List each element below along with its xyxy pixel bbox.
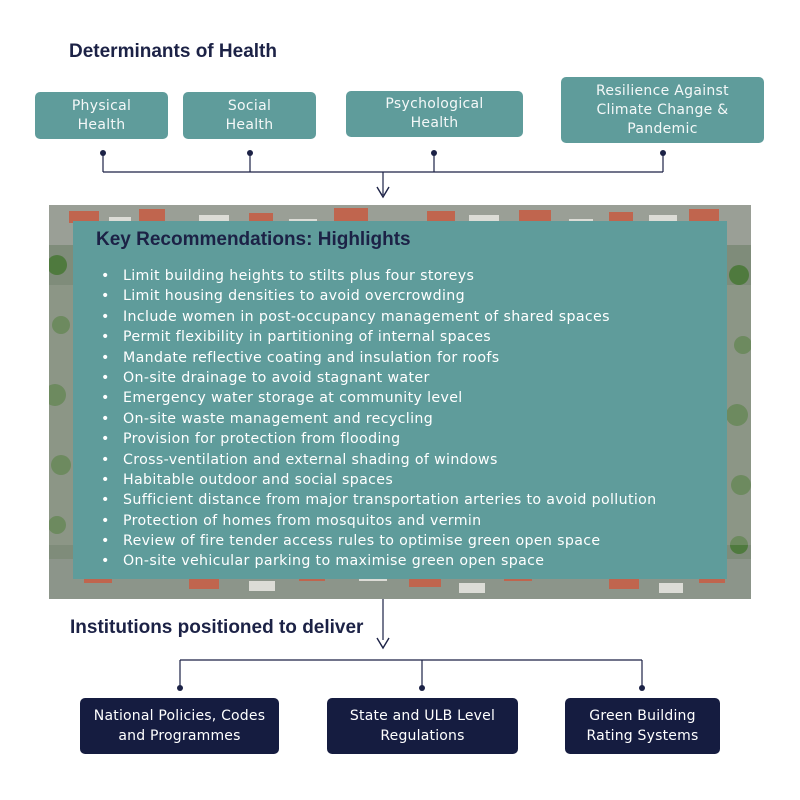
- psychological-health-box: Psychological Health: [346, 91, 523, 137]
- recommendation-item: • Emergency water storage at community le…: [101, 388, 657, 408]
- recommendation-text: Permit flexibility in partitioning of in…: [123, 329, 492, 346]
- recommendation-text: Limit building heights to stilts plus fo…: [123, 268, 475, 284]
- bullet-icon: •: [101, 410, 110, 427]
- recommendation-text: Sufficient distance from major transport…: [123, 492, 657, 509]
- arrow-down-icon: [376, 186, 390, 199]
- recommendation-item: • Permit flexibility in partitioning of i…: [101, 327, 657, 347]
- bullet-icon: •: [101, 349, 110, 366]
- recommendation-item: • Provision for protection from flooding: [101, 429, 657, 449]
- institutions-heading: Institutions positioned to deliver: [70, 617, 364, 638]
- social-health-box: Social Health: [183, 92, 316, 139]
- state-ulb-regulations-box: State and ULB Level Regulations: [327, 698, 518, 754]
- recommendation-item: • On-site drainage to avoid stagnant wate…: [101, 368, 657, 388]
- bullet-icon: •: [101, 492, 110, 509]
- physical-health-box: Physical Health: [35, 92, 168, 139]
- bullet-icon: •: [101, 308, 110, 325]
- recommendation-text: Review of fire tender access rules to op…: [123, 533, 601, 550]
- recommendation-text: Emergency water storage at community lev…: [123, 390, 463, 407]
- bullet-icon: •: [101, 369, 110, 386]
- physical-health-label: Physical Health: [71, 97, 132, 133]
- bullet-icon: •: [101, 451, 110, 468]
- recommendation-text: On-site vehicular parking to maximise gr…: [123, 553, 545, 570]
- bullet-icon: •: [101, 329, 110, 346]
- determinants-heading: Determinants of Health: [69, 41, 277, 62]
- bullet-icon: •: [101, 431, 110, 448]
- recommendation-text: On-site drainage to avoid stagnant water: [123, 369, 430, 386]
- arrow-down-icon: [376, 637, 390, 650]
- recommendation-item: • Limit building heights to stilts plus f…: [101, 266, 657, 286]
- recommendation-item: • On-site vehicular parking to maximise g…: [101, 551, 657, 571]
- recommendation-item: • Cross-ventilation and external shading …: [101, 450, 657, 470]
- recommendation-item: • Protection of homes from mosquitos and …: [101, 511, 657, 531]
- recommendation-text: Include women in post-occupancy manageme…: [123, 308, 610, 325]
- recommendation-item: • Sufficient distance from major transpor…: [101, 490, 657, 510]
- bullet-icon: •: [101, 533, 110, 550]
- green-building-rating-label: Green Building Rating Systems: [586, 708, 699, 744]
- bullet-icon: •: [101, 288, 110, 305]
- national-policies-label: National Policies, Codes and Programmes: [93, 708, 266, 744]
- bullet-icon: •: [101, 268, 110, 284]
- key-recommendations-panel: Key Recommendations: Highlights • Limit b…: [73, 221, 727, 579]
- recommendation-text: Limit housing densities to avoid overcro…: [123, 288, 465, 305]
- recommendation-text: On-site waste management and recycling: [123, 410, 434, 427]
- recommendations-title: Key Recommendations: Highlights: [96, 229, 411, 250]
- recommendation-item: • On-site waste management and recycling: [101, 409, 657, 429]
- recommendation-text: Protection of homes from mosquitos and v…: [123, 512, 482, 529]
- bullet-icon: •: [101, 390, 110, 407]
- recommendation-text: Habitable outdoor and social spaces: [123, 471, 394, 488]
- recommendation-text: Provision for protection from flooding: [123, 431, 401, 448]
- recommendation-item: • Include women in post-occupancy managem…: [101, 307, 657, 327]
- bullet-icon: •: [101, 471, 110, 488]
- recommendation-item: • Habitable outdoor and social spaces: [101, 470, 657, 490]
- recommendation-item: • Mandate reflective coating and insulati…: [101, 348, 657, 368]
- recommendation-text: Cross-ventilation and external shading o…: [123, 451, 498, 468]
- bullet-icon: •: [101, 512, 110, 529]
- social-health-label: Social Health: [225, 97, 274, 133]
- national-policies-box: National Policies, Codes and Programmes: [80, 698, 279, 754]
- psychological-health-label: Psychological Health: [385, 96, 484, 131]
- state-ulb-regulations-label: State and ULB Level Regulations: [349, 708, 496, 744]
- climate-resilience-label: Resilience Against Climate Change & Pand…: [596, 82, 729, 137]
- recommendation-text: Mandate reflective coating and insulatio…: [123, 349, 500, 366]
- recommendation-item: • Limit housing densities to avoid overcr…: [101, 286, 657, 306]
- recommendations-list: • Limit building heights to stilts plus f…: [101, 266, 657, 572]
- climate-resilience-box: Resilience Against Climate Change & Pand…: [561, 77, 764, 143]
- bullet-icon: •: [101, 553, 110, 570]
- recommendation-item: • Review of fire tender access rules to o…: [101, 531, 657, 551]
- green-building-rating-box: Green Building Rating Systems: [565, 698, 720, 754]
